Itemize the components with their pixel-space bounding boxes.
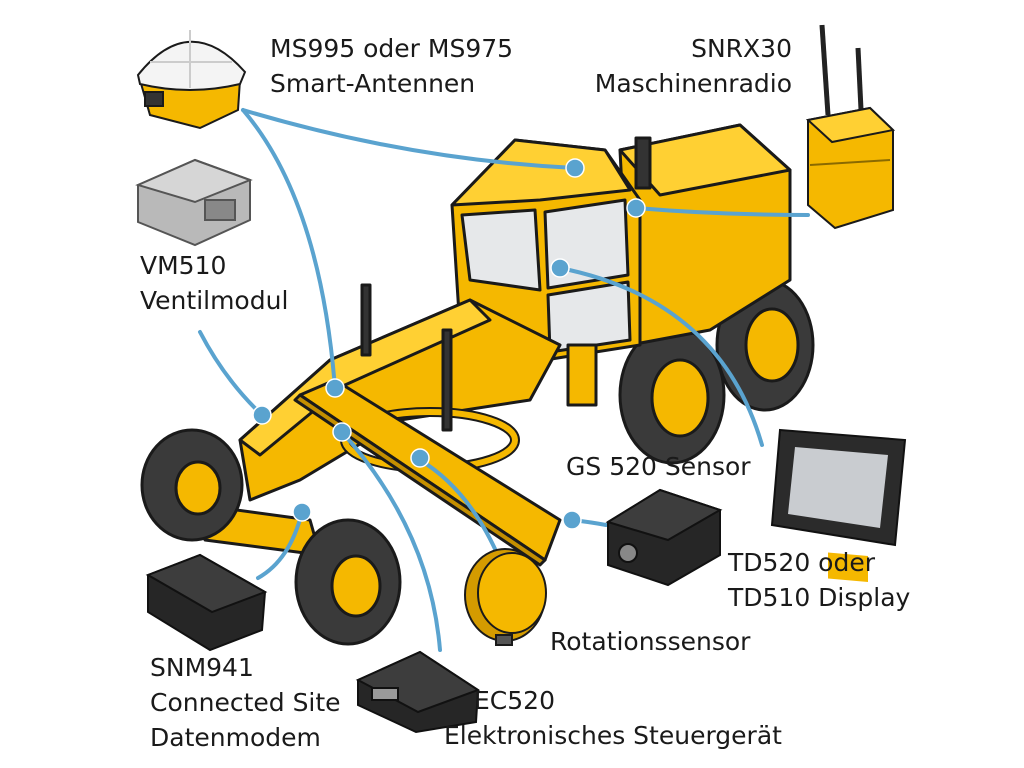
callout-rotation bbox=[418, 458, 502, 562]
label-modem-model: SNM941 bbox=[150, 653, 254, 682]
lift-cylinder-left bbox=[360, 283, 372, 357]
smart-antenna bbox=[136, 30, 247, 130]
td520-display bbox=[770, 428, 907, 582]
front-left-hub bbox=[174, 460, 222, 516]
dot-cab-roof bbox=[565, 158, 585, 178]
label-valve-model: VM510 bbox=[140, 251, 227, 280]
snm941-modem bbox=[145, 553, 268, 652]
label-gs-sensor-text: GS 520 Sensor bbox=[566, 452, 751, 481]
dot-modem bbox=[292, 502, 312, 522]
valve-module bbox=[135, 158, 253, 247]
dot-display bbox=[550, 258, 570, 278]
dot-gs-sensor bbox=[562, 510, 582, 530]
label-antenna: MS995 oder MS975 Smart-Antennen bbox=[270, 31, 513, 101]
label-modem-line3: Datenmodem bbox=[150, 723, 321, 752]
cab-steps bbox=[566, 343, 598, 407]
label-antenna-desc: Smart-Antennen bbox=[270, 69, 476, 98]
label-modem-line2: Connected Site bbox=[150, 688, 341, 717]
dot-valve bbox=[252, 405, 272, 425]
label-rotation: Rotationssensor bbox=[550, 624, 750, 659]
label-antenna-model: MS995 oder MS975 bbox=[270, 34, 514, 63]
front-right-hub bbox=[330, 554, 382, 618]
label-valve-desc: Ventilmodul bbox=[140, 286, 289, 315]
label-modem: SNM941 Connected Site Datenmodem bbox=[150, 650, 341, 755]
label-radio: SNRX30 Maschinenradio bbox=[595, 31, 792, 101]
callout-lines bbox=[198, 108, 810, 652]
ec520-ecu bbox=[355, 650, 481, 734]
dot-rotation bbox=[410, 448, 430, 468]
label-valve: VM510 Ventilmodul bbox=[140, 248, 288, 318]
cab-window-left bbox=[460, 208, 542, 292]
label-radio-model: SNRX30 bbox=[691, 34, 792, 63]
label-radio-desc: Maschinenradio bbox=[594, 69, 792, 98]
motor-grader bbox=[140, 123, 815, 646]
label-ecu-desc: Elektronisches Steuergerät bbox=[444, 721, 782, 750]
rotation-sensor bbox=[464, 548, 547, 646]
callout-valve bbox=[198, 330, 264, 417]
machine-radio bbox=[805, 24, 896, 230]
lift-cylinder-right bbox=[441, 328, 453, 432]
label-ecu-model: EC520 bbox=[474, 686, 555, 715]
callout-radio bbox=[634, 206, 810, 217]
main-frame-top bbox=[238, 298, 492, 457]
rear-right-hub bbox=[744, 307, 800, 383]
rear-left-hub bbox=[650, 358, 710, 438]
callout-display bbox=[558, 266, 764, 447]
dot-blade-antenna bbox=[325, 378, 345, 398]
cab-window-lower bbox=[546, 280, 632, 354]
label-ecu: EC520 Elektronisches Steuergerät bbox=[444, 683, 782, 753]
label-gs-sensor: GS 520 Sensor bbox=[566, 449, 751, 484]
cab-roof bbox=[450, 138, 632, 207]
callout-dots bbox=[252, 158, 646, 530]
label-display-desc: TD510 Display bbox=[728, 583, 911, 612]
dot-ecu bbox=[332, 422, 352, 442]
label-rotation-text: Rotationssensor bbox=[550, 627, 751, 656]
label-display: TD520 oder TD510 Display bbox=[728, 545, 910, 615]
callout-ecu bbox=[340, 430, 442, 652]
label-display-model: TD520 oder bbox=[728, 548, 876, 577]
exhaust-pipe bbox=[634, 136, 652, 190]
callout-antenna-cab bbox=[241, 108, 577, 170]
callout-antenna-blade bbox=[241, 108, 337, 390]
dot-radio bbox=[626, 198, 646, 218]
gs520-sensor bbox=[605, 488, 723, 587]
